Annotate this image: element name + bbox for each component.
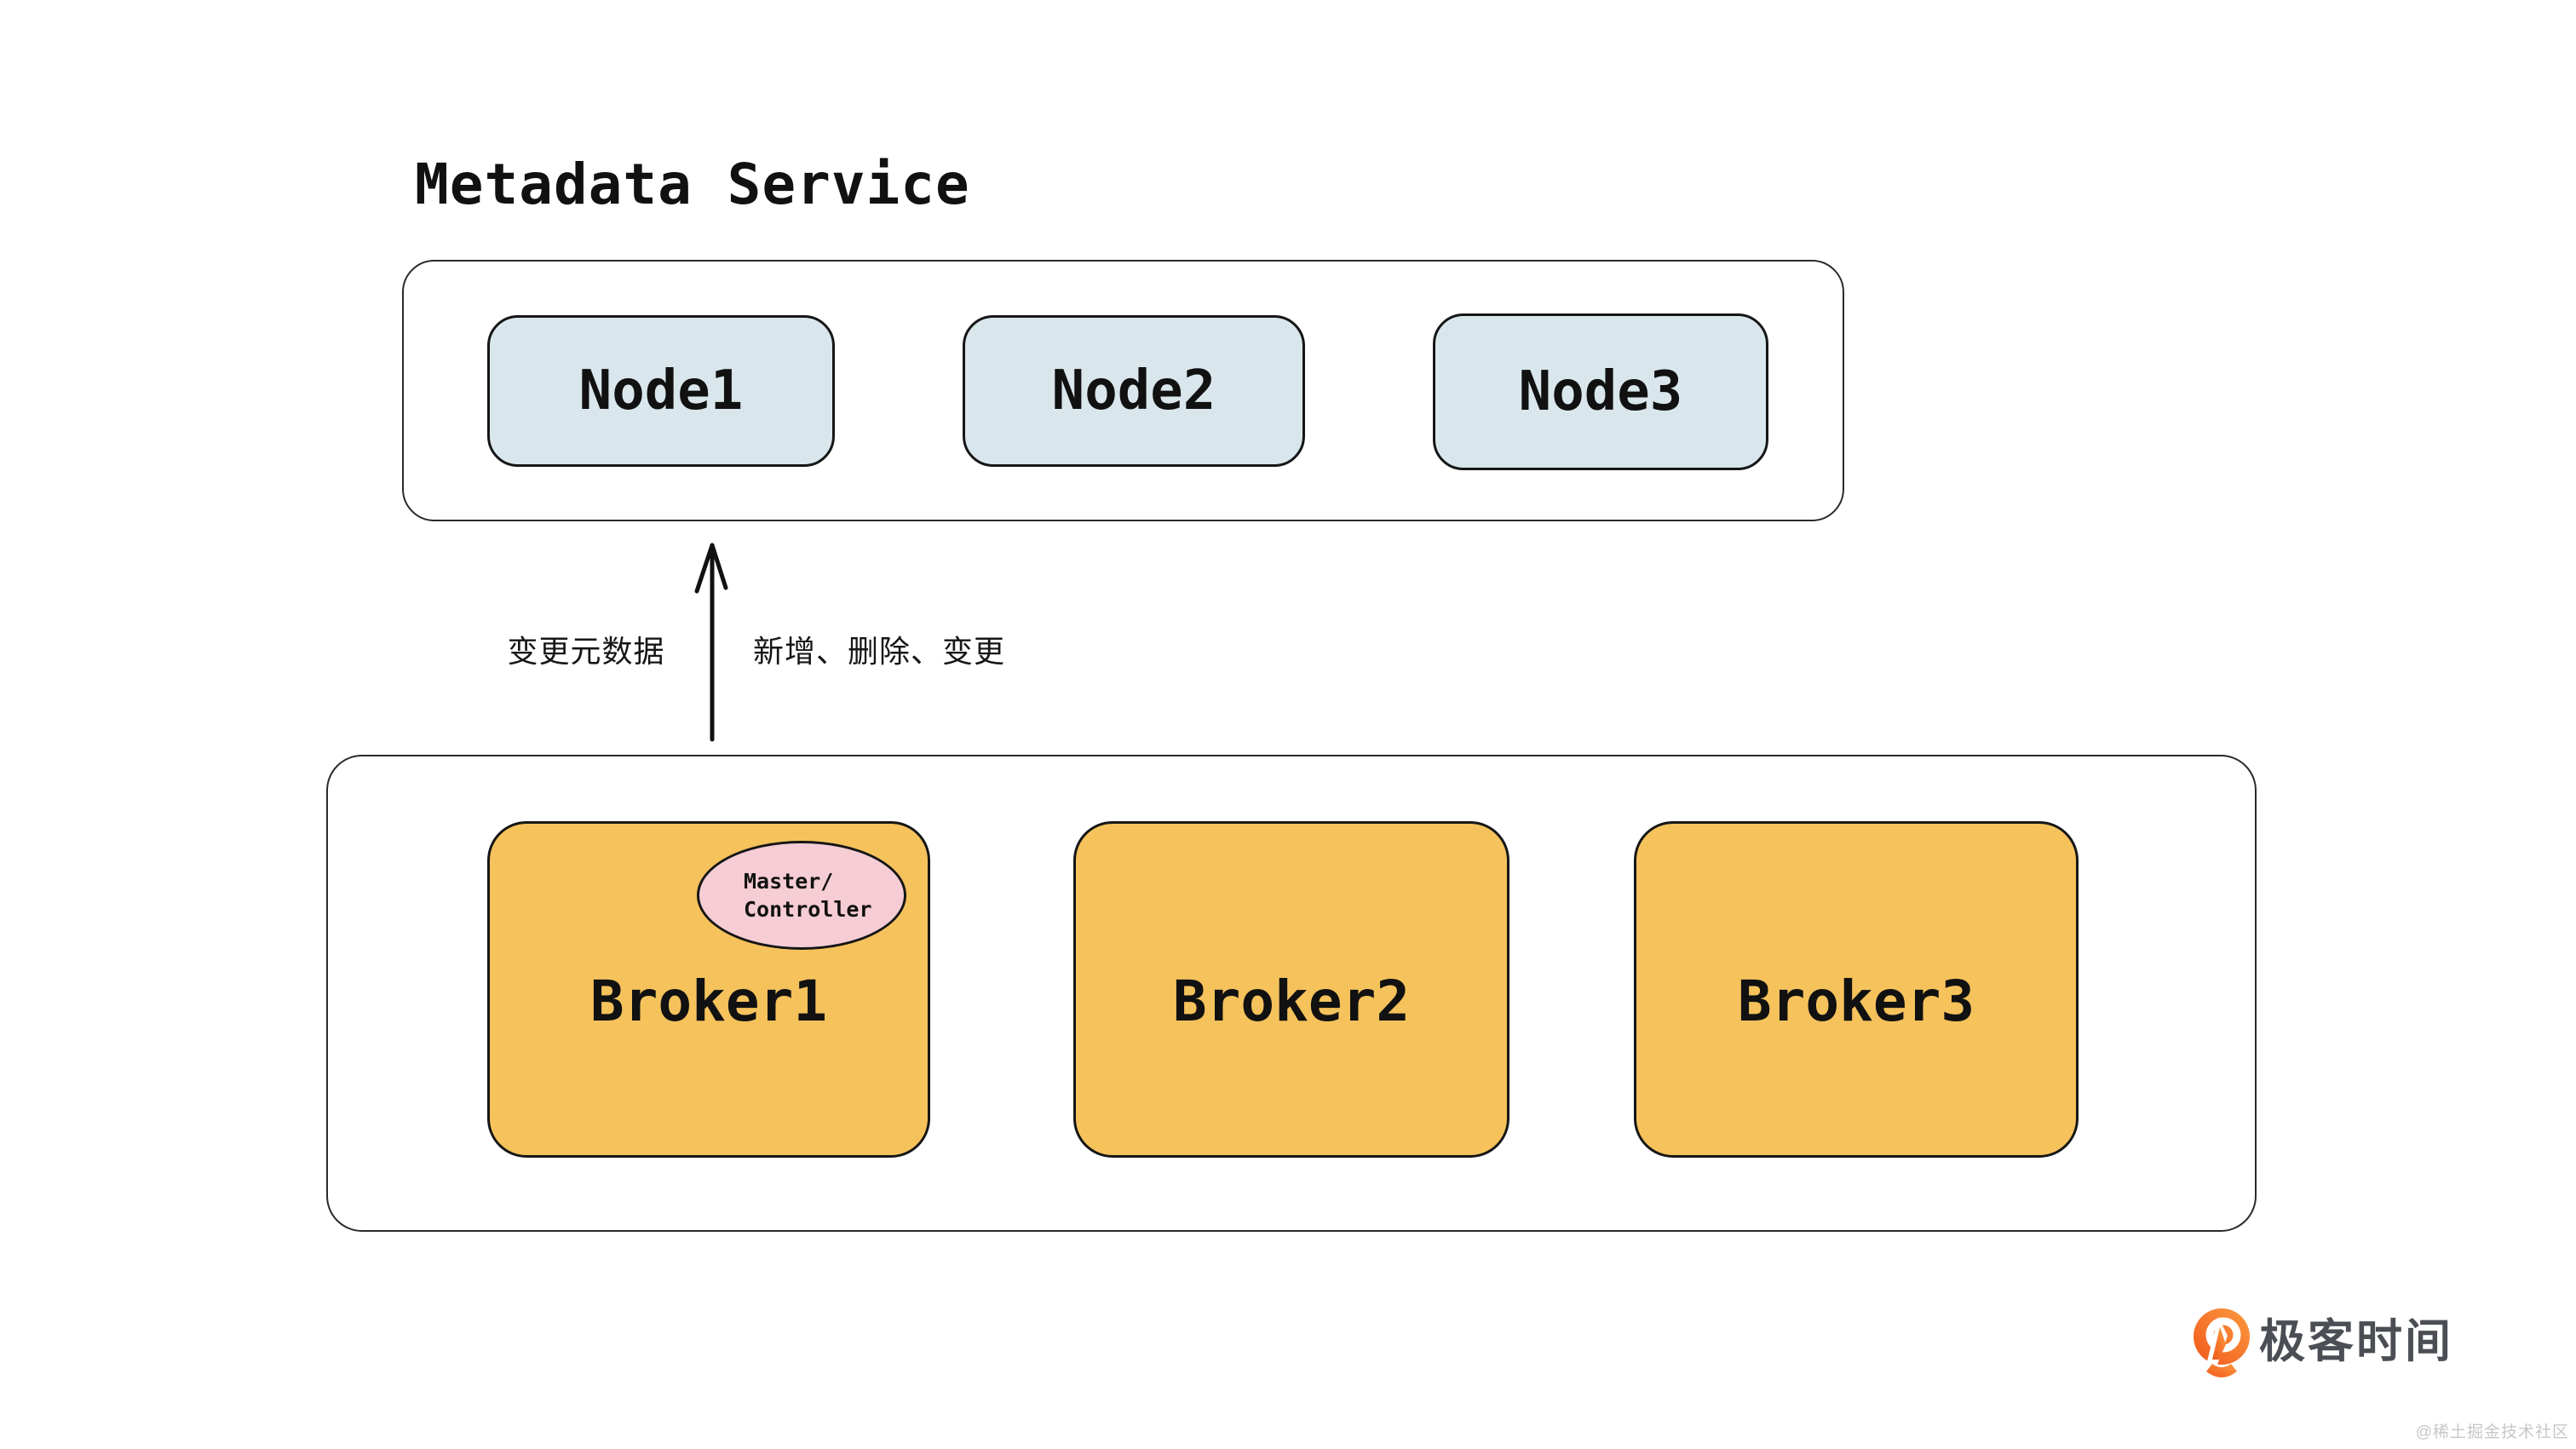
broker3-label: Broker3 xyxy=(1737,969,1975,1034)
broker2-box: Broker2 xyxy=(1073,821,1509,1158)
node2-label: Node2 xyxy=(1051,359,1216,423)
node1-label: Node1 xyxy=(578,359,744,423)
broker1-label: Broker1 xyxy=(589,969,828,1034)
node3-label: Node3 xyxy=(1518,360,1683,423)
geektime-brand-text: 极客时间 xyxy=(2259,1316,2453,1367)
broker1-box: Master/ Controller Broker1 xyxy=(487,821,930,1158)
master-badge-line1: Master/ xyxy=(744,869,834,894)
metadata-service-container: Node1 Node2 Node3 xyxy=(402,260,1844,521)
up-arrow-icon xyxy=(694,543,728,742)
diagram-title: Metadata Service xyxy=(415,152,970,217)
watermark-text: @稀土掘金技术社区 xyxy=(2415,1423,2569,1441)
node2-box: Node2 xyxy=(963,315,1305,467)
arrow-label-right: 新增、删除、变更 xyxy=(752,634,1005,669)
geektime-logo-icon xyxy=(2194,1308,2250,1377)
master-controller-badge: Master/ Controller xyxy=(697,841,906,950)
broker3-box: Broker3 xyxy=(1634,821,2079,1158)
node1-box: Node1 xyxy=(487,315,835,467)
node3-box: Node3 xyxy=(1433,313,1768,470)
broker2-label: Broker2 xyxy=(1172,969,1411,1034)
master-badge-line2: Controller xyxy=(744,897,872,922)
arrow-label-left: 变更元数据 xyxy=(507,634,665,669)
broker-cluster-container: Master/ Controller Broker1 Broker2 Broke… xyxy=(326,755,2257,1232)
